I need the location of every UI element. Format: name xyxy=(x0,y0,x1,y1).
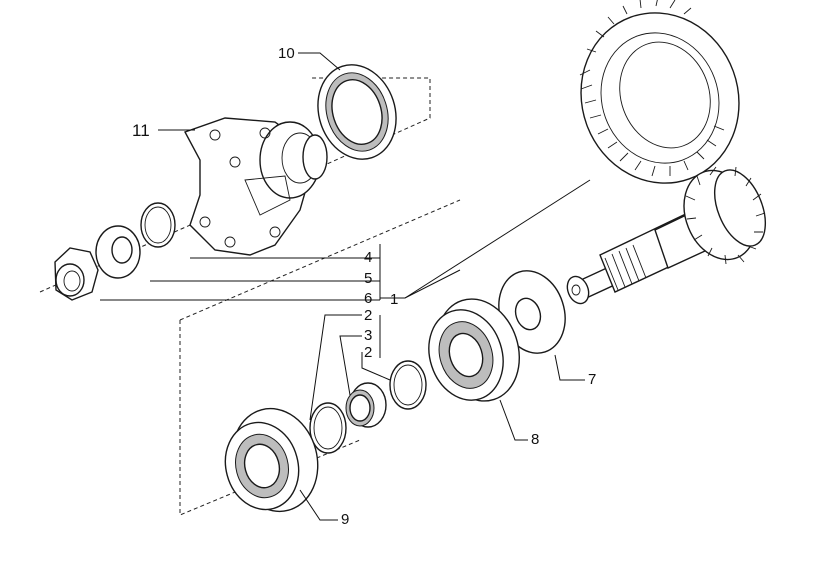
callout-8: 8 xyxy=(531,431,539,448)
bearing-small xyxy=(224,407,319,513)
flange-yoke xyxy=(183,117,328,256)
callout-2-lower: 2 xyxy=(364,344,372,361)
bearing-large xyxy=(428,298,520,402)
callout-7: 7 xyxy=(588,371,596,388)
callout-4: 4 xyxy=(364,249,372,266)
o-ring xyxy=(140,202,176,248)
snap-ring-lower xyxy=(309,402,347,454)
washer xyxy=(95,225,141,279)
callout-3: 3 xyxy=(364,327,372,344)
callout-1: 1 xyxy=(390,291,398,308)
callout-5: 5 xyxy=(364,270,372,287)
pinion-shaft xyxy=(566,166,767,305)
leader-lines xyxy=(100,52,591,521)
callout-10: 10 xyxy=(278,45,295,62)
callout-2-upper: 2 xyxy=(364,307,372,324)
snap-ring-upper xyxy=(389,360,427,410)
callout-9: 9 xyxy=(341,511,349,528)
callout-6: 6 xyxy=(364,290,372,307)
ring-gear xyxy=(579,0,740,184)
callout-11: 11 xyxy=(132,121,150,140)
callout-labels: 10 11 4 5 6 1 2 3 2 7 8 9 xyxy=(132,45,596,528)
spacer-sleeve xyxy=(345,382,387,428)
shim-spacer xyxy=(498,270,566,354)
nut xyxy=(54,247,99,301)
seal-ring xyxy=(317,64,397,160)
